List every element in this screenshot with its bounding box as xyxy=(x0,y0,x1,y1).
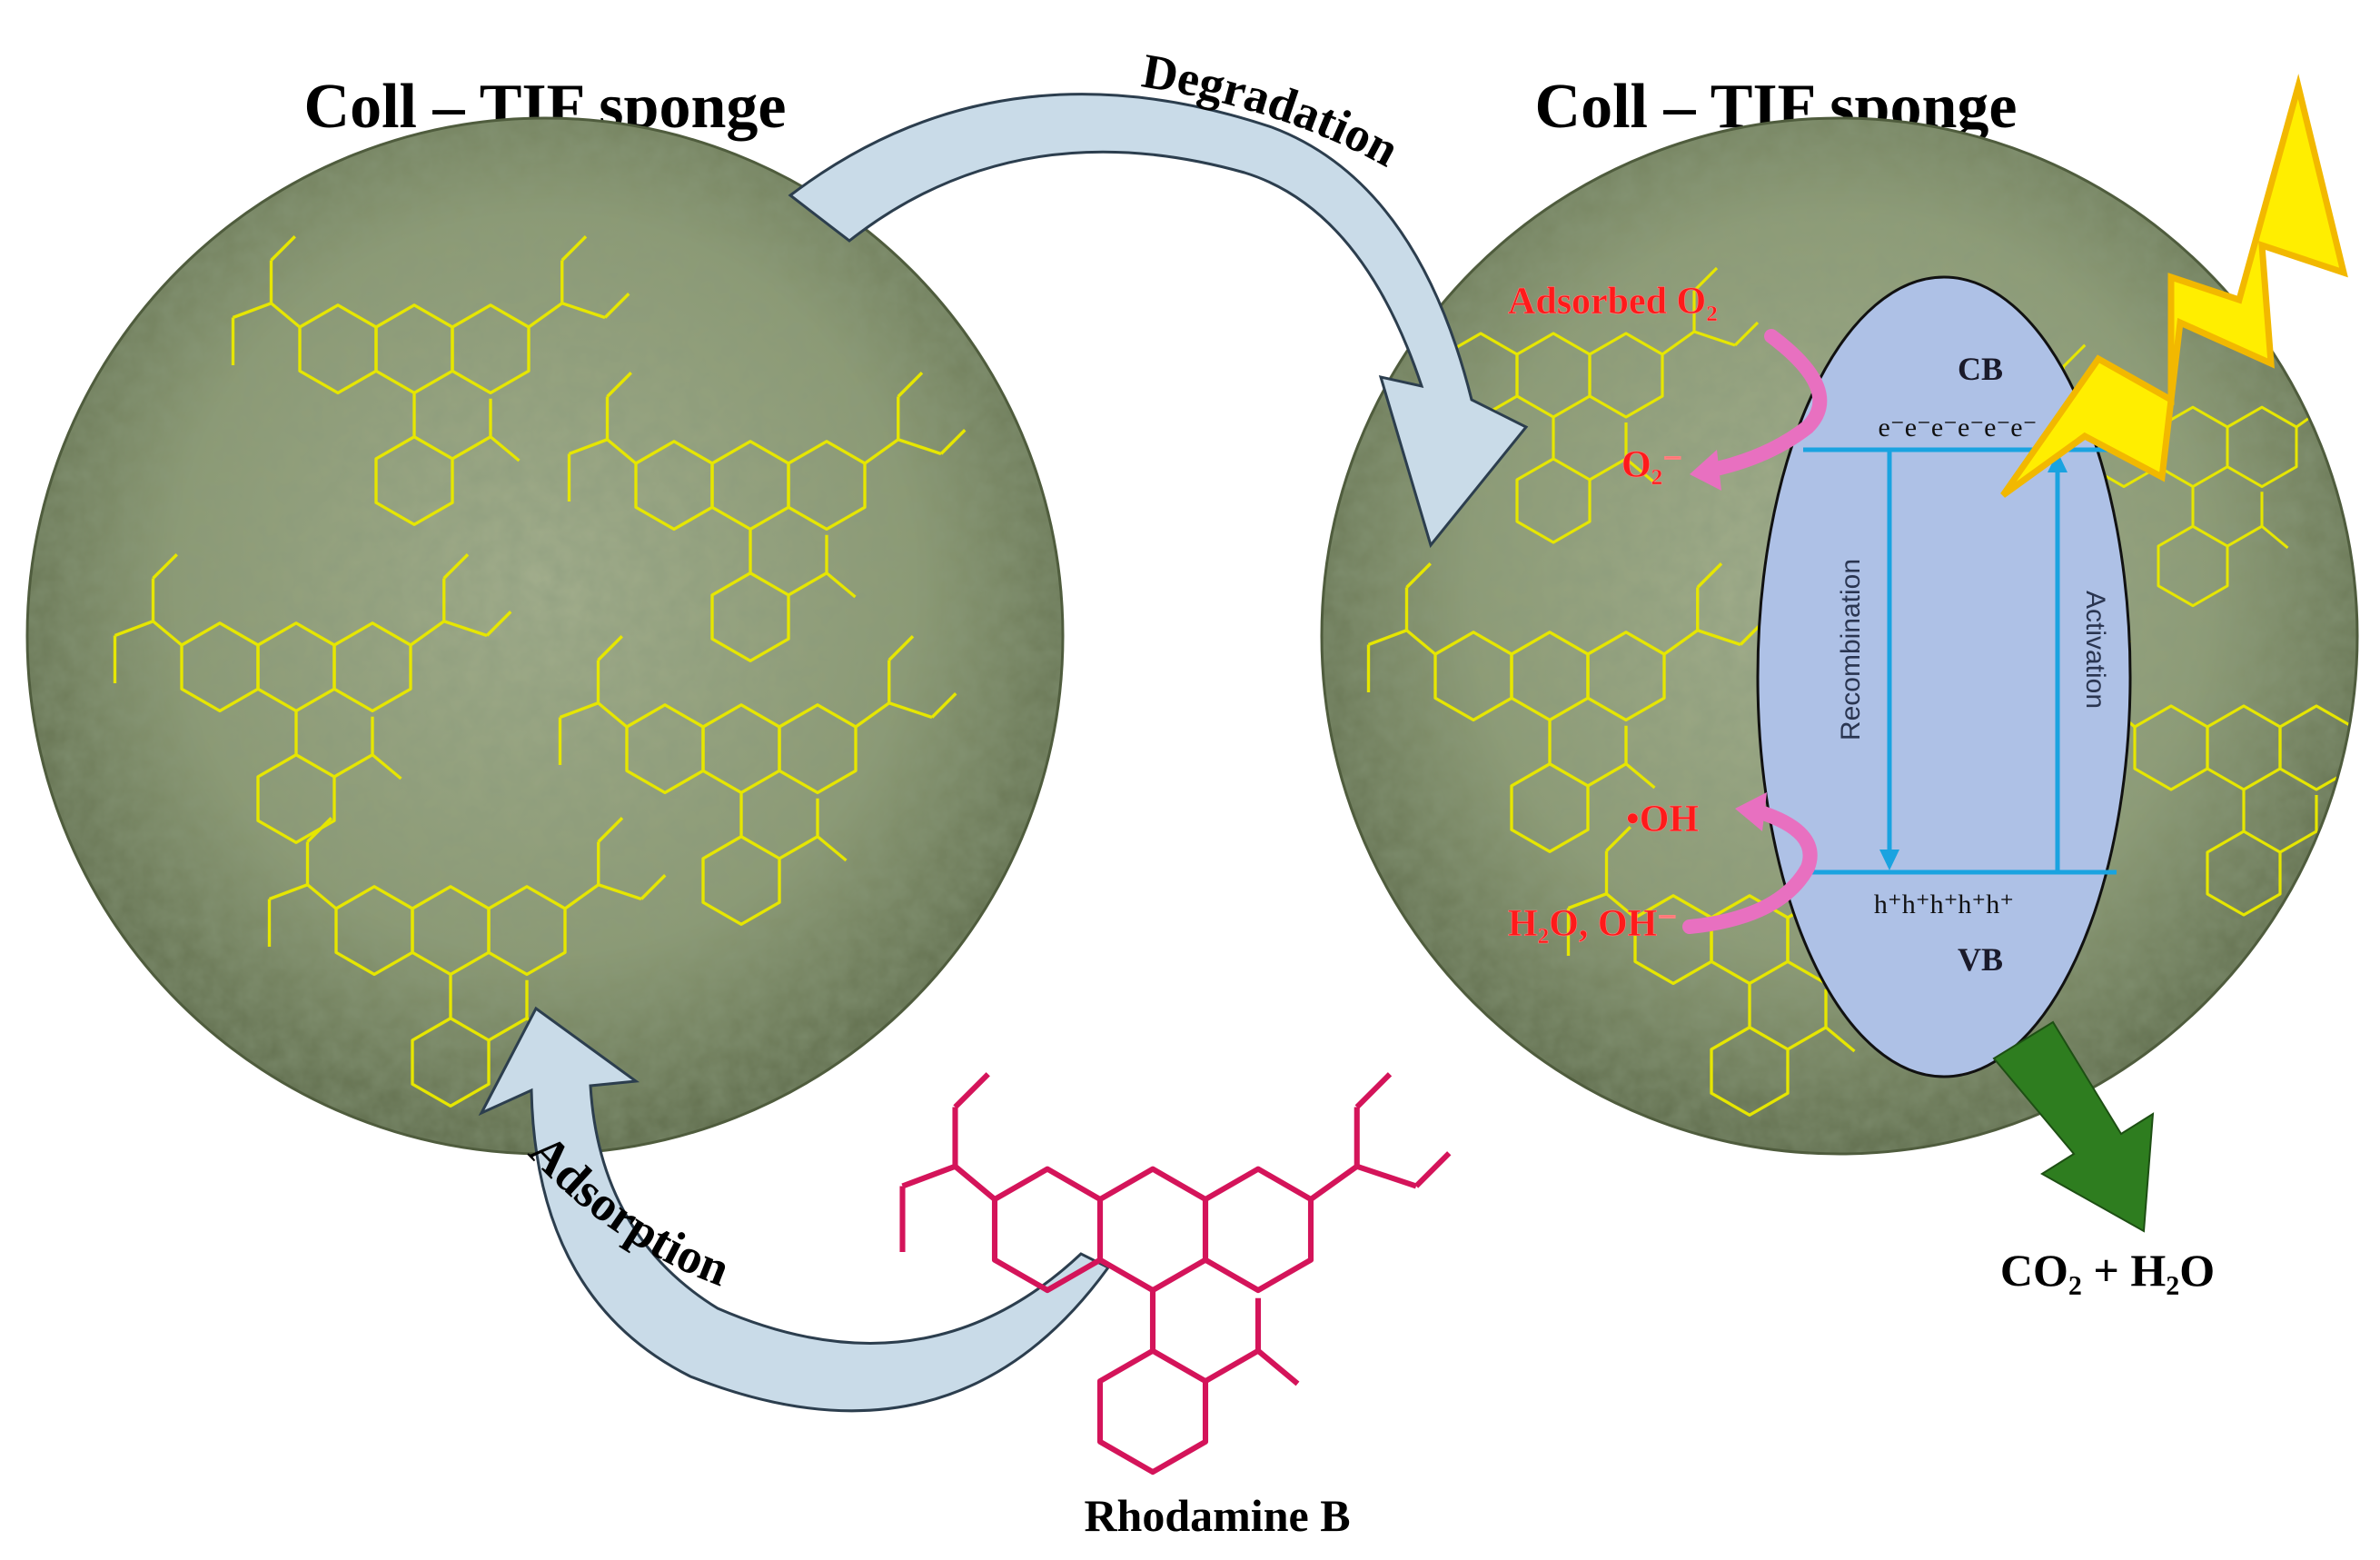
activation-arrow xyxy=(2048,452,2068,872)
light-irradiation-lightning-icon xyxy=(2000,74,2348,498)
band-diagram: CB e⁻e⁻e⁻e⁻e⁻e⁻ Recombination Activation… xyxy=(1756,275,2132,1078)
recombination-arrow xyxy=(1879,450,1899,870)
superoxide-formation-arrow xyxy=(1690,329,1828,491)
superoxide-label: O₂⁻ xyxy=(1621,444,1682,486)
recombination-label: Recombination xyxy=(1836,559,1866,740)
degradation-products-label: CO₂ + H₂O xyxy=(2000,1245,2215,1296)
left-sponge-panel: Coll – TIF sponge xyxy=(25,72,1065,1156)
adsorption-arrow xyxy=(478,1006,1111,1413)
holes-label: h⁺h⁺h⁺h⁺h⁺ xyxy=(1874,889,2014,919)
water-hydroxide-label: H₂O, OH⁻ xyxy=(1508,903,1677,945)
conduction-band-label: CB xyxy=(1958,351,2003,387)
rhodamine-b-label: Rhodamine B xyxy=(1084,1490,1350,1541)
electrons-label: e⁻e⁻e⁻e⁻e⁻e⁻ xyxy=(1879,412,2038,442)
activation-label: Activation xyxy=(2080,591,2110,709)
product-release-arrow-icon xyxy=(1992,1020,2155,1233)
rhodamine-b-structure xyxy=(903,1074,1450,1472)
degradation-arrow xyxy=(788,93,1529,549)
adsorbed-oxygen-label: Adsorbed O₂ xyxy=(1508,281,1718,323)
photocatalyst-ellipse xyxy=(1756,275,2132,1078)
right-sponge-panel: Coll – TIF sponge CB e⁻e⁻e⁻e⁻e⁻e⁻ xyxy=(1320,72,2359,1156)
hydroxyl-formation-arrow xyxy=(1682,792,1818,934)
hydroxyl-radical-label: •OH xyxy=(1626,799,1699,840)
left-sponge-disc xyxy=(27,118,1063,1154)
valence-band-label: VB xyxy=(1958,941,2003,978)
